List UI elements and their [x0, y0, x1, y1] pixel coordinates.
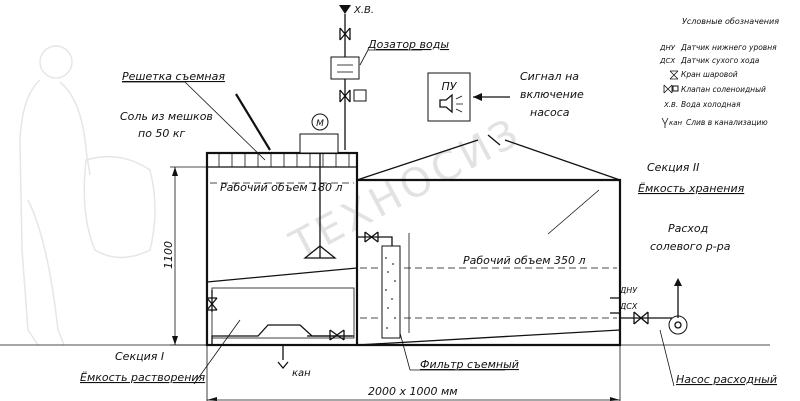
pump-label: Насос расходный — [676, 373, 777, 386]
ball-valve-icon — [669, 70, 679, 80]
legend-code-1: ДСХ — [659, 57, 675, 65]
flow-line-2: солевого р-ра — [650, 240, 731, 253]
drain-icon — [661, 117, 669, 128]
filter — [381, 245, 401, 339]
flow-line-1: Расход — [668, 222, 708, 235]
filter-label: Фильтр съемный — [420, 358, 519, 371]
dimensions: 1100 — [0, 166, 770, 401]
signal-line-2: включение — [520, 88, 584, 101]
motor-mixer: М — [299, 113, 339, 259]
section2-line-1: Секция II — [647, 161, 699, 174]
sensor-low-label: ДНУ — [619, 286, 638, 295]
signal-line-1: Сигнал на — [520, 70, 579, 83]
grate-label: Решетка съемная — [122, 70, 225, 83]
piping — [206, 5, 688, 370]
legend-title: Условные обозначения — [682, 17, 779, 26]
legend-text-0: Датчик нижнего уровня — [680, 43, 777, 52]
leaders — [122, 49, 675, 387]
water-doser-label: Дозатор воды — [367, 38, 449, 51]
legend-text-1: Датчик сухого хода — [680, 56, 760, 65]
worker-figure — [19, 45, 156, 346]
section1-line-1: Секция I — [115, 350, 164, 363]
signal-line-3: насоса — [530, 106, 570, 119]
legend-code-0: ДНУ — [659, 44, 676, 52]
motor-label: М — [316, 119, 324, 129]
legend-text-5: Слив в канализацию — [686, 118, 768, 127]
legend-text-4: Вода холодная — [681, 100, 741, 109]
control-panel-label: ПУ — [442, 80, 458, 93]
solenoid-valve-icon — [663, 84, 673, 94]
working-volume-1: Рабочий объем 180 л — [220, 181, 343, 194]
salt-label-2: по 50 кг — [138, 127, 186, 140]
working-volume-2: Рабочий объем 350 л — [463, 254, 586, 267]
section1-line-2: Ёмкость растворения — [80, 371, 206, 384]
section2-line-2: Ёмкость хранения — [638, 182, 745, 195]
labels: Х.В. Дозатор воды Решетка съемная Соль и… — [80, 5, 777, 398]
drain-label: кан — [292, 368, 311, 379]
legend-code-5: кан — [669, 119, 683, 127]
cold-water-label: Х.В. — [353, 5, 374, 16]
dimension-overall: 2000 х 1000 мм — [368, 385, 458, 398]
control-panel: ПУ — [427, 72, 510, 122]
legend: Условные обозначения ДНУ Датчик нижнего … — [659, 17, 779, 128]
legend-text-2: Кран шаровой — [681, 70, 738, 79]
legend-code-4: Х.В. — [663, 101, 678, 109]
legend-text-3: Клапан соленоидный — [681, 85, 766, 94]
sensor-dry-label: ДСХ — [619, 302, 638, 311]
dimension-height: 1100 — [162, 241, 175, 269]
salt-label-1: Соль из мешков — [120, 110, 213, 123]
